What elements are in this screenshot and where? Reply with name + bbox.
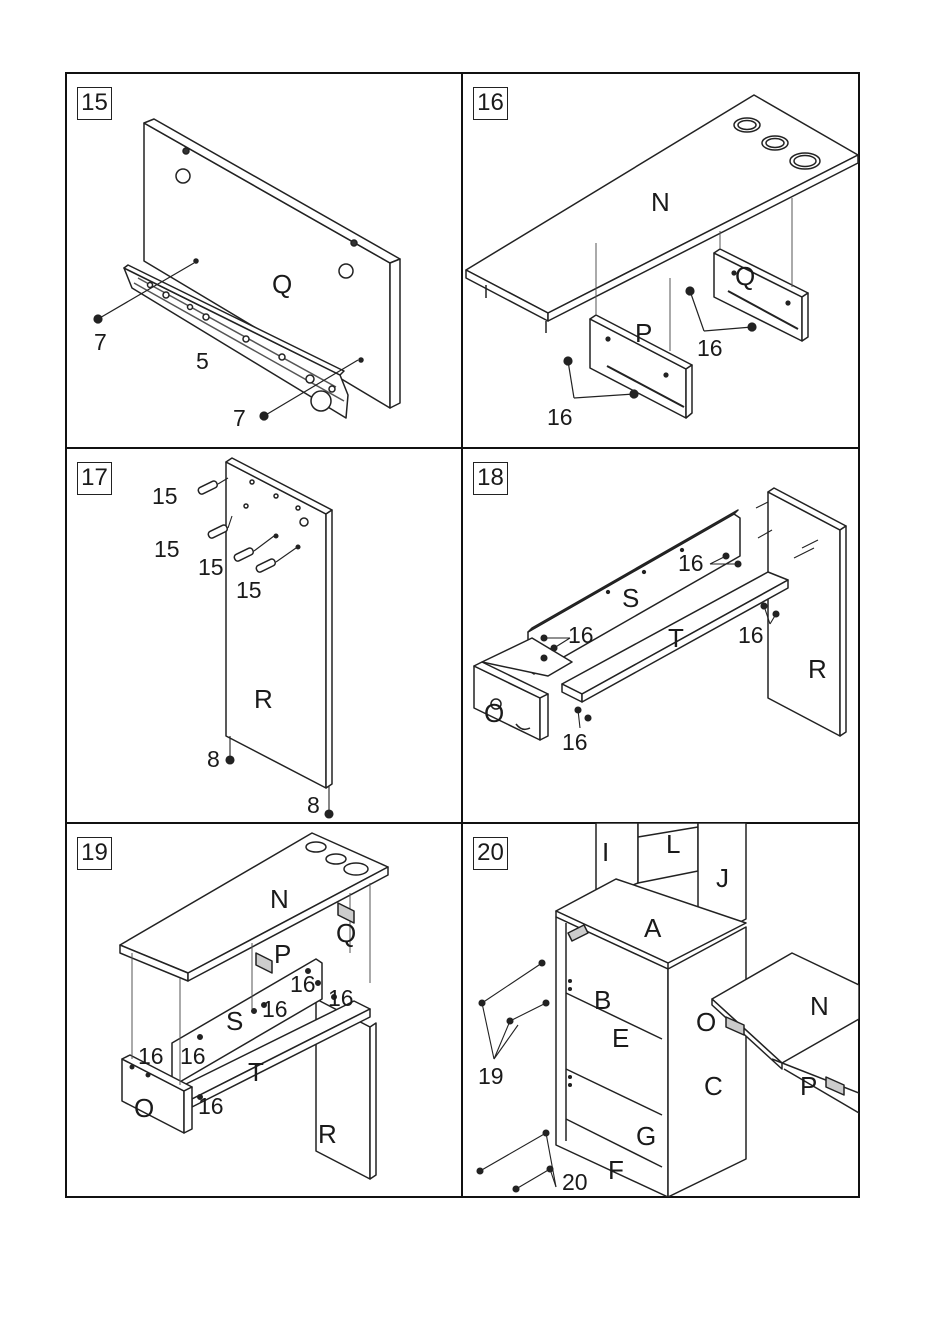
step-17-panel: 17 15 15 (66, 448, 462, 823)
part-label-j: J (716, 865, 729, 891)
screw-label-7-left: 7 (94, 331, 107, 354)
part-label-o: O (134, 1095, 154, 1121)
cabinet-side-c (668, 927, 746, 1197)
part-label-q: Q (735, 263, 755, 289)
part-label-r: R (318, 1121, 337, 1147)
part-label-n: N (270, 886, 289, 912)
part-label-q: Q (272, 271, 292, 297)
step-18-panel: 18 (462, 448, 859, 823)
foot-label-8-a: 8 (207, 748, 220, 771)
step-15-drawing (66, 73, 462, 448)
part-label-p: P (274, 941, 291, 967)
screw-label-20: 20 (562, 1171, 588, 1194)
screw-label-16-q: 16 (697, 337, 723, 360)
foot-label-8-b: 8 (307, 794, 320, 817)
part-label-r: R (808, 656, 827, 682)
step-19-panel: 19 (66, 823, 462, 1197)
part-label-n: N (651, 189, 670, 215)
part-label-o: O (696, 1009, 716, 1035)
part-label-t: T (248, 1059, 264, 1085)
part-label-p: P (800, 1073, 817, 1099)
screw-label-7-right: 7 (233, 407, 246, 430)
dowel-label-15-c: 15 (198, 556, 224, 579)
part-label-l: L (666, 831, 680, 857)
part-label-r: R (254, 686, 273, 712)
cam-label-16-d: 16 (562, 731, 588, 754)
part-label-g: G (636, 1123, 656, 1149)
panel-q (714, 253, 802, 341)
step-18-drawing (462, 448, 859, 823)
cam-label-16-b: 16 (568, 624, 594, 647)
part-label-f: F (608, 1157, 624, 1183)
cam-label-16-a: 16 (678, 552, 704, 575)
step-20-panel: 20 (462, 823, 859, 1197)
side-panel-r (226, 462, 326, 788)
cam-label-16-f: 16 (198, 1095, 224, 1118)
part-label-p: P (635, 320, 652, 346)
part-label-n: N (810, 993, 829, 1019)
part-label-c: C (704, 1073, 723, 1099)
part-label-5: 5 (196, 350, 209, 373)
board-q-side-edge (390, 259, 400, 408)
part-label-t: T (668, 625, 684, 651)
step-15-panel: 15 (66, 73, 462, 448)
cam-label-16-b: 16 (290, 973, 316, 996)
part-label-q: Q (336, 920, 356, 946)
cam-label-16-d: 16 (138, 1045, 164, 1068)
cam-label-16-c: 16 (328, 987, 354, 1010)
part-label-s: S (622, 585, 639, 611)
cam-label-16-c: 16 (738, 624, 764, 647)
step-20-drawing (462, 823, 859, 1197)
part-label-e: E (612, 1025, 629, 1051)
step-17-drawing (66, 448, 462, 823)
dowel-label-15-d: 15 (236, 579, 262, 602)
part-label-i: I (602, 839, 609, 865)
cam-label-16-a: 16 (262, 998, 288, 1021)
part-label-s: S (226, 1008, 243, 1034)
cam-label-16-e: 16 (180, 1045, 206, 1068)
screw-label-19: 19 (478, 1065, 504, 1088)
part-label-b: B (594, 987, 611, 1013)
screw-label-16-p: 16 (547, 406, 573, 429)
dowel-label-15-a: 15 (152, 485, 178, 508)
step-16-panel: 16 (462, 73, 859, 448)
part-label-o: O (484, 700, 504, 726)
step-16-drawing (462, 73, 859, 448)
dowel-label-15-b: 15 (154, 538, 180, 561)
part-label-a: A (644, 915, 661, 941)
tabletop-n (120, 833, 388, 973)
